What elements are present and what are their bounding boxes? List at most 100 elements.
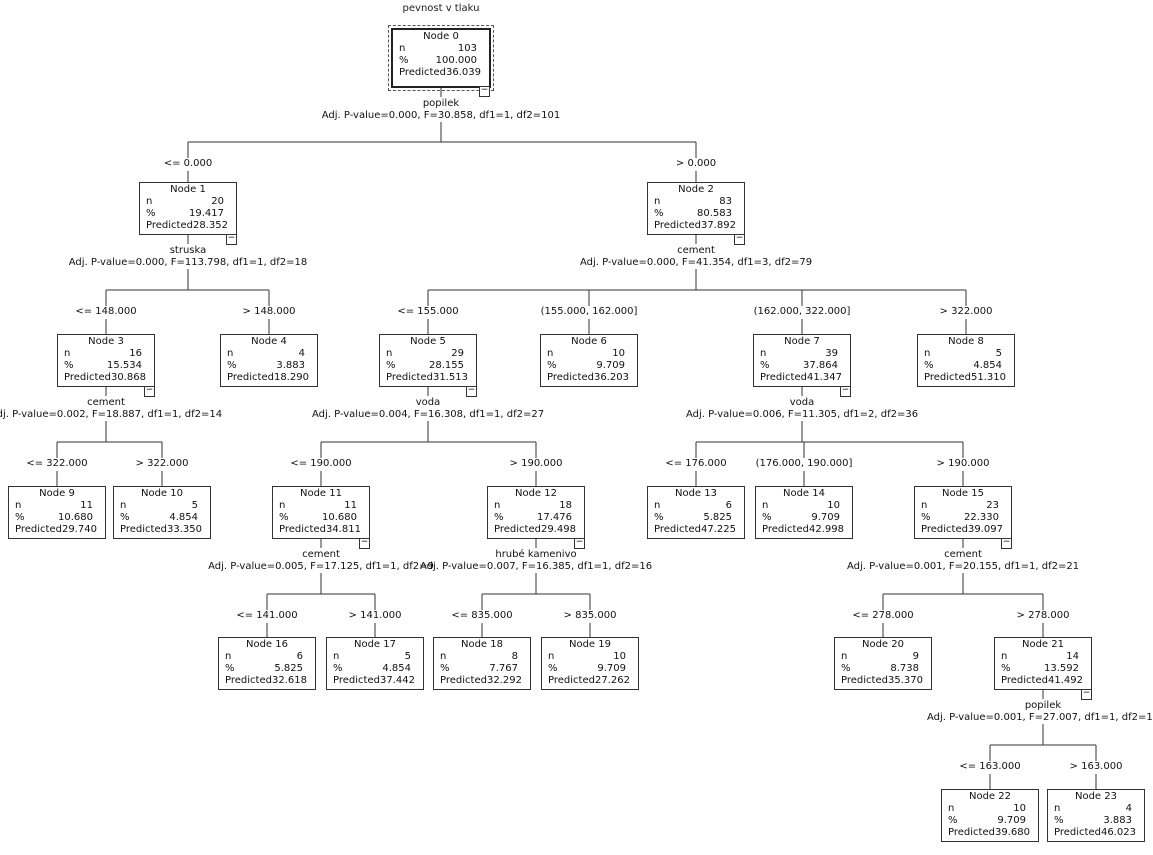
node-stat-key: n <box>120 500 127 511</box>
node-stat-row-pct: %22.330 <box>915 512 1011 524</box>
node-stat-key: Predicted <box>399 67 446 78</box>
node-stat-value: 18 <box>559 500 572 511</box>
collapse-toggle-icon[interactable]: − <box>226 233 237 245</box>
node-stat-row-pct: %28.155 <box>380 360 476 372</box>
node-stat-value: 27.262 <box>594 675 630 686</box>
node-stat-value: 20 <box>211 196 224 207</box>
node-stat-key: Predicted <box>1001 675 1048 686</box>
node-stat-row-pct: %10.680 <box>9 512 105 524</box>
node-stat-key: Predicted <box>15 524 62 535</box>
node-stat-value: 8 <box>511 651 518 662</box>
node-stat-value: 4 <box>298 348 305 359</box>
node-stat-value: 10 <box>613 651 626 662</box>
node-stat-row-pct: %8.738 <box>835 663 931 675</box>
node-stat-key: % <box>924 360 934 371</box>
node-id-label: Node 10 <box>140 488 183 499</box>
edge-condition-label: (176.000, 190.000] <box>755 458 853 469</box>
node-stat-row-pct: %13.592 <box>995 663 1091 675</box>
node-stat-row-pct: %4.854 <box>114 512 210 524</box>
node-stat-value: 36.203 <box>593 372 629 383</box>
edge-condition-label: <= 835.000 <box>451 610 513 621</box>
node-stat-key: n <box>333 651 340 662</box>
node-stat-value: 47.225 <box>700 524 736 535</box>
edge-condition-label: <= 190.000 <box>290 458 352 469</box>
node-stat-row-pct: %5.825 <box>219 663 315 675</box>
node-stat-key: Predicted <box>494 524 541 535</box>
node-stat-value: 9.709 <box>997 815 1026 826</box>
node-stat-key: Predicted <box>1054 827 1101 838</box>
node-stat-key: Predicted <box>654 524 701 535</box>
node-id-label: Node 11 <box>299 488 342 499</box>
node-stat-value: 28.155 <box>429 360 464 371</box>
collapse-toggle-icon[interactable]: − <box>466 385 477 397</box>
node-id-label: Node 4 <box>251 336 287 347</box>
node-stat-key: % <box>279 512 289 523</box>
collapse-toggle-icon[interactable]: − <box>574 537 585 549</box>
split-statistics: Adj. P-value=0.007, F=16.385, df1=1, df2… <box>419 561 653 572</box>
split-variable: struska <box>169 245 207 256</box>
node-stat-row-pct: %15.534 <box>58 360 154 372</box>
edge-condition-label: > 278.000 <box>1016 610 1070 621</box>
node-stat-key: Predicted <box>924 372 971 383</box>
node-stat-row-pct: %3.883 <box>1048 815 1144 827</box>
collapse-toggle-icon[interactable]: − <box>840 385 851 397</box>
collapse-toggle-icon[interactable]: − <box>479 85 490 97</box>
split-variable: cement <box>944 549 982 560</box>
node-stat-value: 11 <box>344 500 357 511</box>
collapse-toggle-icon[interactable]: − <box>1001 537 1012 549</box>
node-stat-key: Predicted <box>279 524 326 535</box>
collapse-toggle-icon[interactable]: − <box>734 233 745 245</box>
node-id-label: Node 8 <box>948 336 984 347</box>
node-stat-value: 9.709 <box>811 512 840 523</box>
collapse-toggle-icon[interactable]: − <box>144 385 155 397</box>
node-stat-row-pct: %9.709 <box>942 815 1038 827</box>
node-stat-value: 4.854 <box>382 663 411 674</box>
split-statistics: Adj. P-value=0.001, F=27.007, df1=1, df2… <box>926 712 1153 723</box>
collapse-toggle-icon[interactable]: − <box>359 537 370 549</box>
node-stat-value: 9.709 <box>597 663 626 674</box>
node-id-label: Node 12 <box>514 488 557 499</box>
split-variable: voda <box>415 397 441 408</box>
node-id-label: Node 21 <box>1021 639 1064 650</box>
node-stat-value: 30.868 <box>110 372 146 383</box>
node-stat-row-pct: %9.709 <box>542 663 638 675</box>
node-id-label: Node 18 <box>460 639 503 650</box>
node-id-label: Node 16 <box>245 639 288 650</box>
node-stat-key: Predicted <box>548 675 595 686</box>
collapse-toggle-icon[interactable]: − <box>1081 688 1092 700</box>
node-stat-row-pct: %80.583 <box>648 208 744 220</box>
